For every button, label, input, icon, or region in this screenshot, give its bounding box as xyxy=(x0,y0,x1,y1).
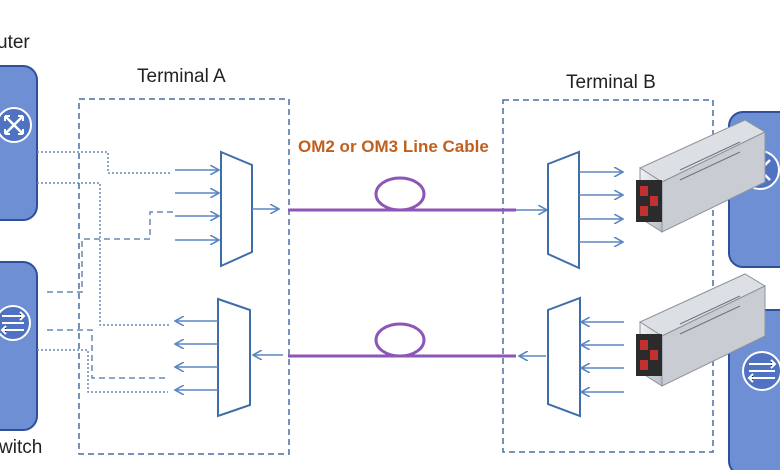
fiber-cable-top xyxy=(288,176,516,212)
demux-b-top xyxy=(547,150,580,270)
terminal-a-label: Terminal A xyxy=(137,66,226,87)
switch-label: witch xyxy=(0,437,43,458)
connection-lines xyxy=(37,151,175,393)
router-label: uter xyxy=(0,32,30,53)
mux-a-top xyxy=(220,150,253,268)
cable-label: OM2 or OM3 Line Cable xyxy=(298,137,489,156)
router-icon xyxy=(0,107,32,143)
terminal-a-input-arrows xyxy=(175,170,218,240)
terminal-b-input-arrows xyxy=(582,322,624,392)
demux-a-bottom xyxy=(217,297,251,418)
switch-icon xyxy=(0,305,31,341)
sfp-transceiver-icon xyxy=(636,119,767,233)
terminal-b-label: Terminal B xyxy=(566,72,656,93)
fiber-cable-bottom xyxy=(288,322,516,358)
switch-icon-b xyxy=(742,351,780,391)
router-device xyxy=(0,65,38,221)
terminal-a-output-arrows xyxy=(176,321,218,390)
terminal-b-box xyxy=(502,99,714,453)
sfp-transceiver-icon-2 xyxy=(636,273,767,387)
switch-device xyxy=(0,261,38,431)
terminal-b-output-arrows xyxy=(579,172,622,242)
terminal-a-box xyxy=(78,98,290,455)
mux-b-bottom xyxy=(547,296,581,418)
